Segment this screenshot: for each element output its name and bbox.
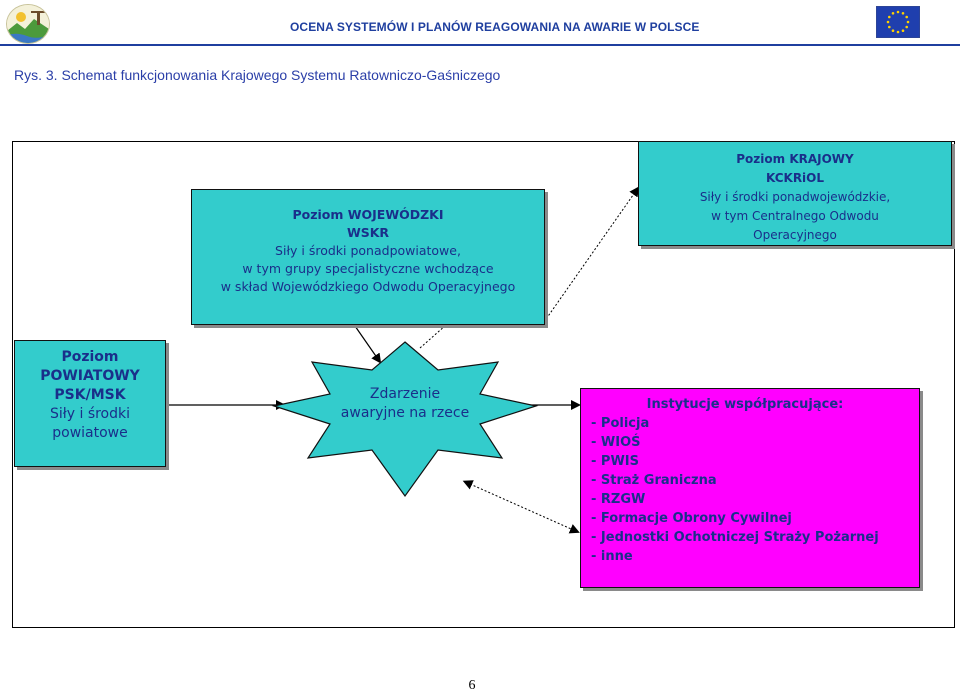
wojewodzki-line: w skład Wojewódzkiego Odwodu Operacyjneg… xyxy=(220,279,516,294)
wojewodzki-title: Poziom WOJEWÓDZKI xyxy=(292,207,444,222)
institutions-box: Instytucje współpracujące: - Policja - W… xyxy=(580,388,920,588)
krajowy-title: Poziom KRAJOWY xyxy=(736,152,854,166)
figure-caption: Rys. 3. Schemat funkcjonowania Krajowego… xyxy=(14,67,501,83)
powiatowy-line: Siły i środki xyxy=(49,406,131,422)
powiatowy-title-line: Poziom xyxy=(61,349,119,365)
wojewodzki-subtitle: WSKR xyxy=(346,225,390,240)
institution-item: - WIOŚ xyxy=(591,435,641,450)
krajowy-level-box: Poziom KRAJOWY KCKRiOL Siły i środki pon… xyxy=(638,141,952,246)
institution-item: - inne xyxy=(591,549,633,564)
header-rule xyxy=(0,44,960,46)
krajowy-line: Operacyjnego xyxy=(753,228,837,242)
powiatowy-title-line: POWIATOWY xyxy=(40,368,140,384)
page-number: 6 xyxy=(468,678,476,693)
krajowy-line: Siły i środki ponadwojewódzkie, xyxy=(699,190,891,204)
header-title: OCENA SYSTEMÓW I PLANÓW REAGOWANIA NA AW… xyxy=(290,20,700,34)
landscape-logo-icon xyxy=(6,4,50,44)
powiatowy-level-box: Poziom POWIATOWY PSK/MSK Siły i środki p… xyxy=(14,340,166,467)
eu-flag-icon xyxy=(876,6,920,38)
institution-item: - Policja xyxy=(591,416,650,431)
event-star-shape xyxy=(270,340,540,498)
wojewodzki-level-box: Poziom WOJEWÓDZKI WSKR Siły i środki pon… xyxy=(191,189,545,325)
institution-item: - PWIS xyxy=(591,454,639,469)
event-line: awaryjne na rzece xyxy=(340,405,470,421)
diagram-frame xyxy=(12,141,955,628)
wojewodzki-line: Siły i środki ponadpowiatowe, xyxy=(275,243,461,258)
institution-item: - RZGW xyxy=(591,492,646,507)
event-label: Zdarzenie awaryjne na rzece xyxy=(318,385,492,423)
powiatowy-line: powiatowe xyxy=(52,425,128,441)
institution-item: - Jednostki Ochotniczej Straży Pożarnej xyxy=(591,530,879,545)
powiatowy-title-line: PSK/MSK xyxy=(54,387,126,403)
event-line: Zdarzenie xyxy=(369,386,441,402)
institution-item: - Straż Graniczna xyxy=(591,473,717,488)
institutions-title: Instytucje współpracujące: xyxy=(646,397,844,412)
institution-item: - Formacje Obrony Cywilnej xyxy=(591,511,792,526)
krajowy-subtitle: KCKRiOL xyxy=(765,171,825,185)
wojewodzki-line: w tym grupy specjalistyczne wchodzące xyxy=(242,261,494,276)
krajowy-line: w tym Centralnego Odwodu xyxy=(711,209,879,223)
